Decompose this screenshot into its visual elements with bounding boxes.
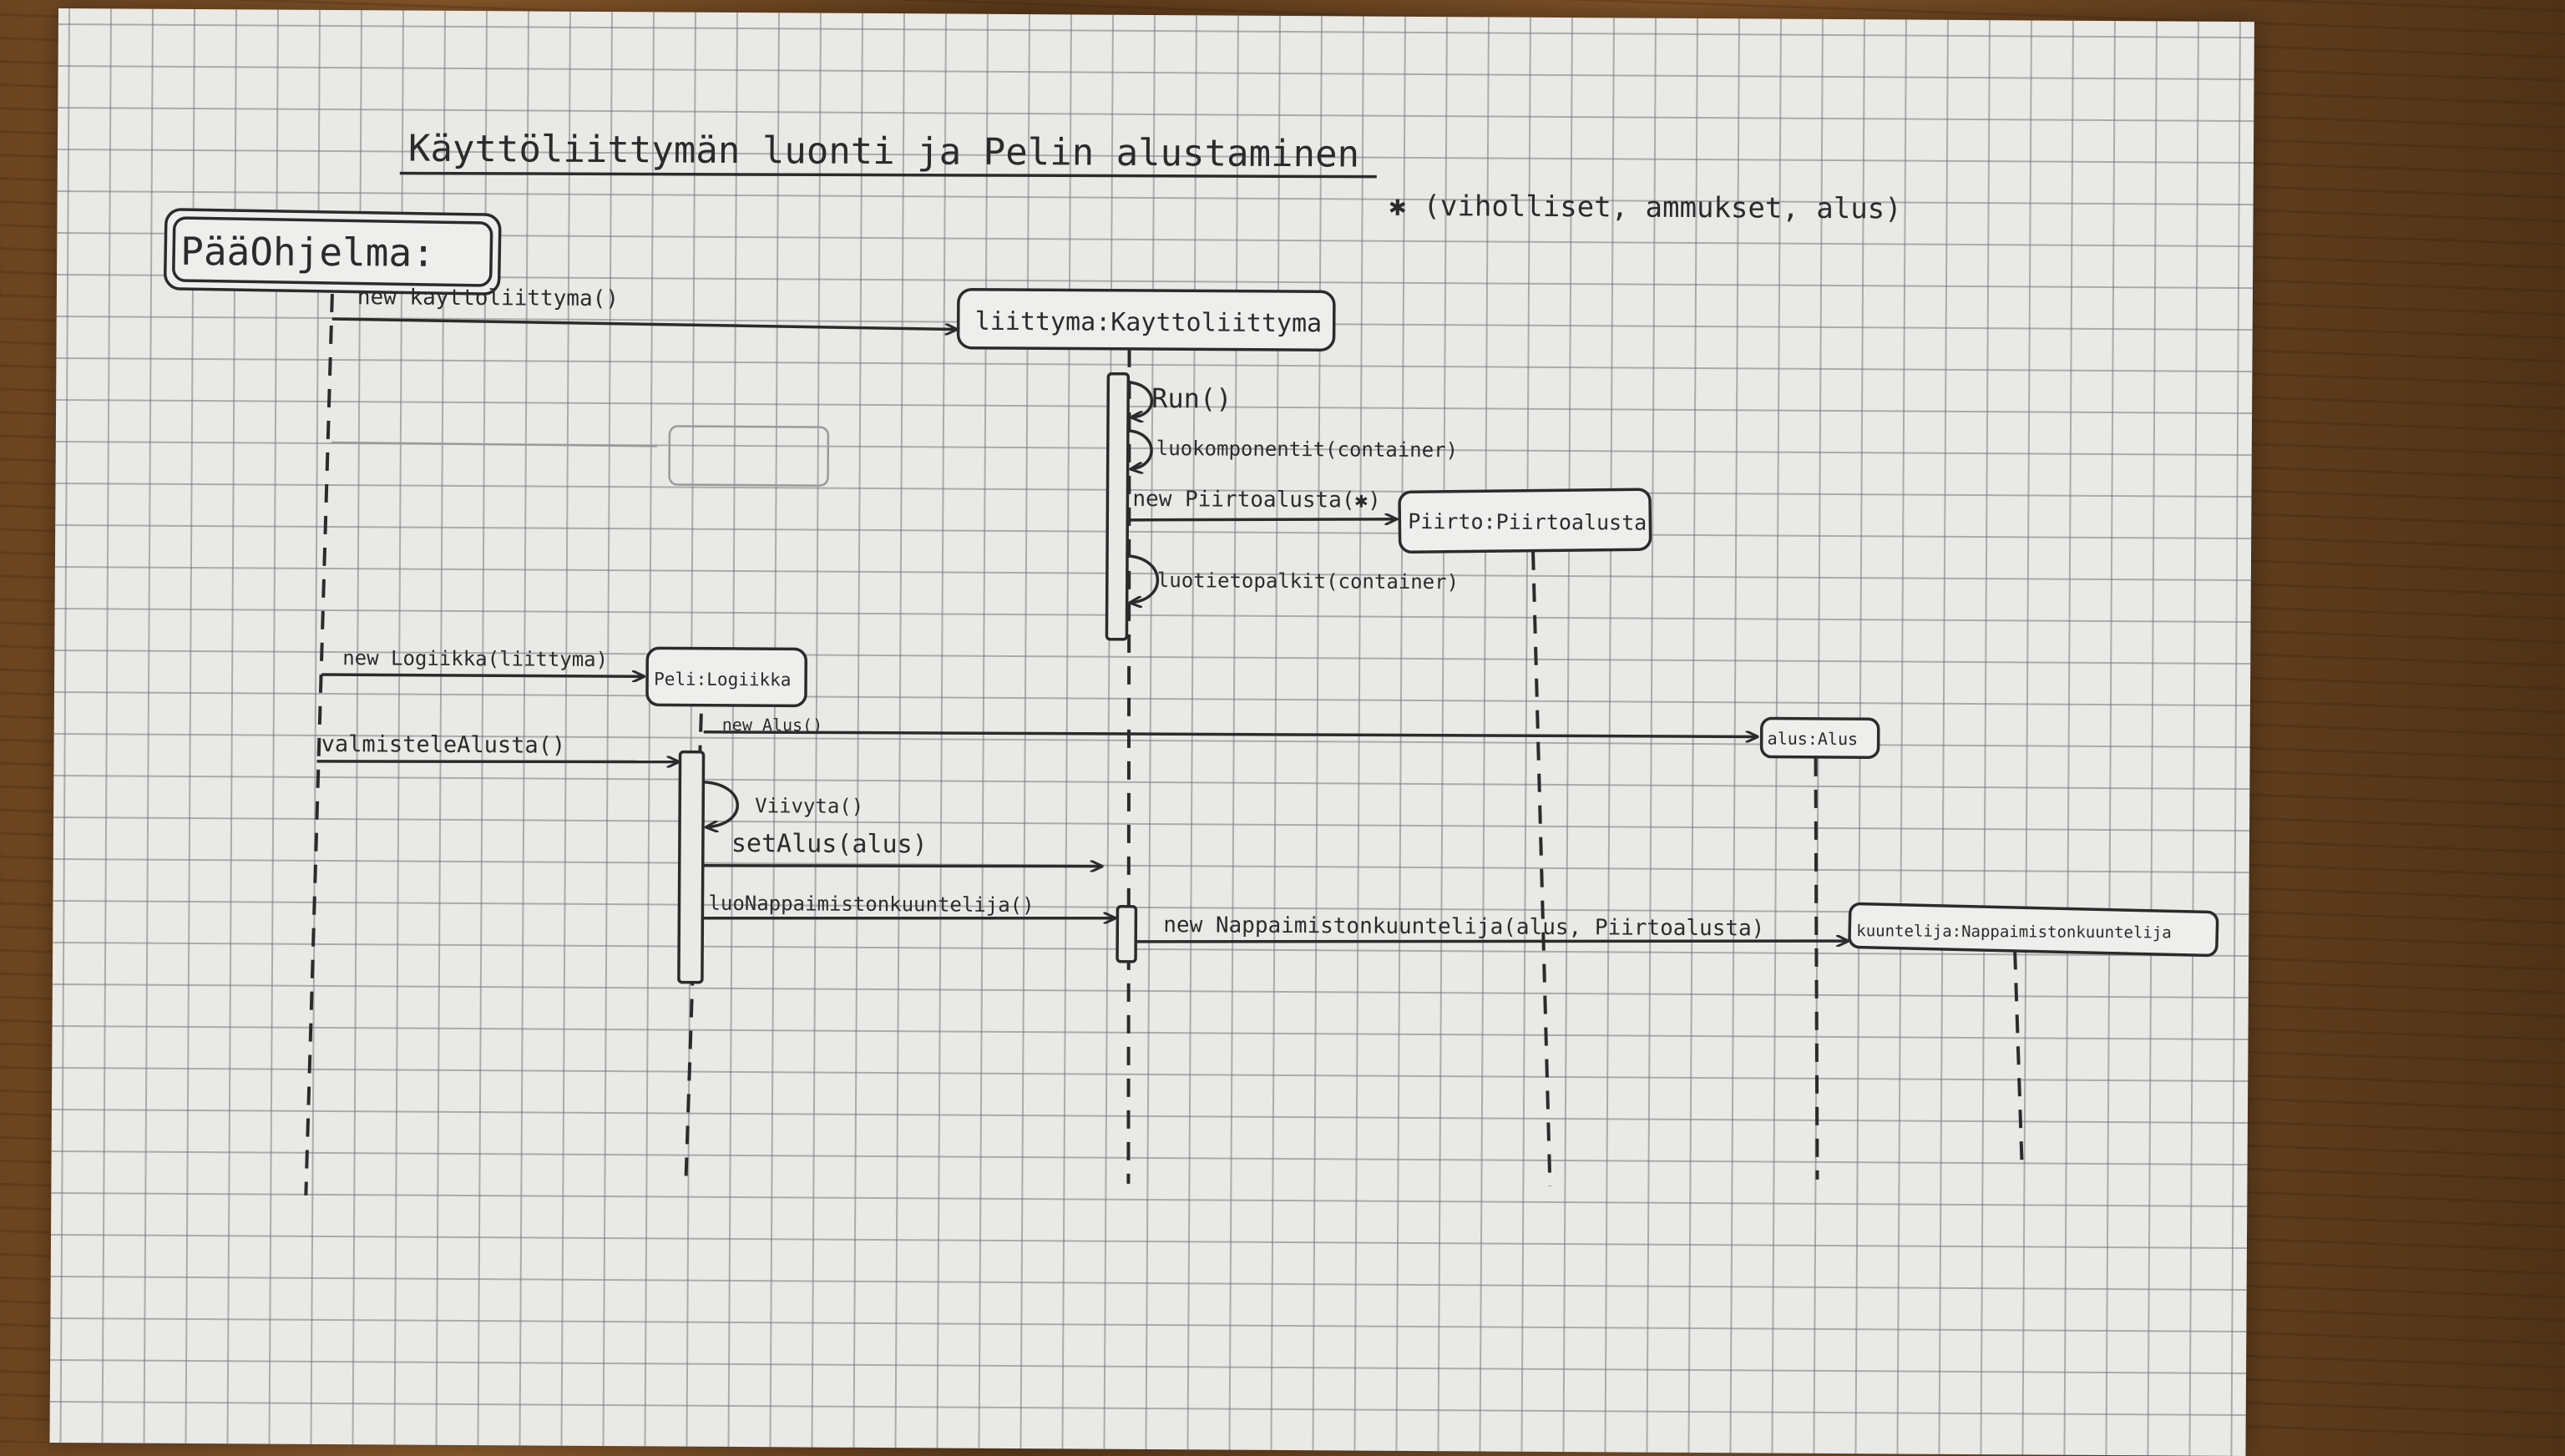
participant-ship-label: alus:Alus — [1768, 729, 1859, 750]
arrow-new-alus — [703, 730, 1758, 739]
lifeline-ship — [1814, 757, 1819, 1180]
arrow-luotietopalkit — [1126, 554, 1160, 603]
message-luokomponentit: luokomponentit(container) — [1156, 437, 1458, 462]
arrow-luo-nappaimistonkuuntelija — [702, 916, 1115, 921]
arrow-valmistele-alusta — [316, 760, 678, 764]
participant-ui: liittyma:Kayttoliittyma — [956, 287, 1336, 351]
graph-paper-sheet: Käyttöliittymän luonti ja Pelin alustami… — [49, 8, 2254, 1456]
message-luotietopalkit: luotietopalkit(container) — [1157, 569, 1459, 594]
sequence-diagram: Käyttöliittymän luonti ja Pelin alustami… — [164, 128, 2219, 1196]
diagram-title: Käyttöliittymän luonti ja Pelin alustami… — [408, 128, 1359, 176]
participant-main: PääOhjelma: — [164, 208, 502, 296]
message-valmistele-alusta: valmisteleAlusta() — [321, 731, 566, 759]
message-run: Run() — [1151, 382, 1232, 415]
title-underline — [399, 171, 1377, 179]
arrow-viivyta — [703, 780, 739, 827]
arrow-new-piirtoalusta — [1127, 518, 1396, 522]
arrow-run — [1128, 381, 1154, 417]
arrow-set-alus — [702, 864, 1102, 868]
message-new-nappaimistonkuuntelija: new Nappaimistonkuuntelija(alus, Piirtoa… — [1163, 913, 1764, 941]
message-set-alus: setAlus(alus) — [731, 829, 928, 859]
participant-canvas-label: Piirto:Piirtoalusta — [1408, 509, 1647, 535]
message-new-logiikka: new Logiikka(liittyma) — [342, 646, 608, 671]
participant-ship: alus:Alus — [1759, 716, 1880, 760]
erased-sketch-line — [331, 441, 657, 447]
activation-ui-1 — [1105, 372, 1131, 641]
participant-canvas: Piirto:Piirtoalusta — [1398, 488, 1652, 554]
message-viivyta: Viivyta() — [755, 794, 863, 818]
participant-listener: kuuntelija:Nappaimistonkuuntelija — [1848, 902, 2219, 958]
arrow-new-kayttoliittyma — [331, 317, 957, 330]
message-new-kayttoliittyma: new kayttoliittyma() — [357, 285, 619, 311]
participant-main-label: PääOhjelma: — [180, 229, 435, 276]
footnote: ✱ (viholliset, ammukset, alus) — [1389, 190, 1901, 226]
arrow-new-logiikka — [321, 675, 644, 676]
participant-ui-label: liittyma:Kayttoliittyma — [975, 307, 1323, 339]
participant-listener-label: kuuntelija:Nappaimistonkuuntelija — [1856, 922, 2172, 942]
lifeline-ui — [1126, 348, 1131, 1184]
lifeline-main — [304, 293, 334, 1196]
arrow-new-nappaimistonkuuntelija — [1136, 937, 1848, 946]
participant-game: Peli:Logiikka — [645, 646, 807, 708]
arrow-luokomponentit — [1127, 429, 1153, 469]
lifeline-listener — [2013, 951, 2024, 1165]
activation-game — [677, 750, 706, 984]
message-luo-nappaimistonkuuntelija: luoNappaimistonkuuntelija() — [708, 892, 1034, 917]
participant-game-label: Peli:Logiikka — [654, 669, 792, 690]
lifeline-canvas — [1531, 551, 1552, 1186]
message-new-piirtoalusta: new Piirtoalusta(✱) — [1132, 487, 1381, 513]
activation-ui-2 — [1116, 905, 1138, 963]
erased-sketch-box — [668, 425, 830, 487]
